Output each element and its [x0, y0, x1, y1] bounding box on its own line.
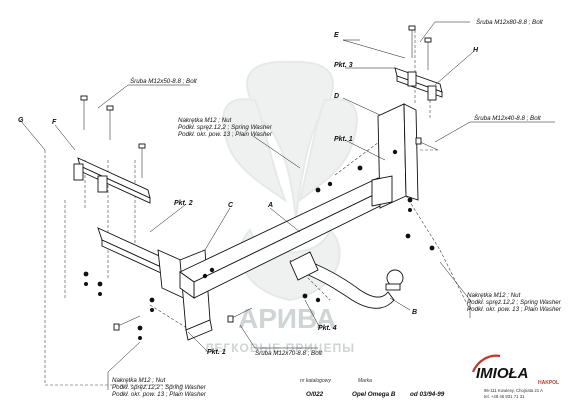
nut-set-right-line-2: Podkł. spręż.12,2 ; Spring Washer	[467, 299, 562, 306]
spacer-G	[73, 163, 108, 193]
part-letter-C: C	[228, 202, 234, 209]
label-nut-set-bottom: Nakrętka M12 ; Nut Podkł. spręż.12,2 ; S…	[112, 377, 207, 398]
production-dates: od 03/94-99	[410, 391, 445, 398]
point-2-label: Pkt. 2	[174, 200, 193, 207]
bolts	[80, 25, 439, 331]
part-letter-G: G	[18, 117, 24, 124]
point-4-label: Pkt. 4	[318, 325, 337, 332]
brand-sub: HAKPOL	[538, 380, 559, 386]
label-nut-set-right: Nakrętka M12 ; Nut Podkł. spręż.12,2 ; S…	[467, 292, 562, 313]
part-letter-F: F	[52, 119, 57, 126]
company-phone: tel. +48 46 831 71 31	[484, 394, 525, 399]
part-letter-A: A	[267, 202, 273, 209]
spacer-H	[407, 71, 437, 101]
brand-name: IMIOŁA	[476, 365, 529, 382]
watermark-brand: АРИВА	[238, 303, 336, 334]
part-letter-B: B	[412, 309, 417, 316]
footer-info: nr katalogowy O/022 Marka Opel Omega B o…	[300, 378, 445, 398]
part-letter-E: E	[334, 32, 339, 39]
nut-set-right-line-1: Nakrętka M12 ; Nut	[467, 292, 521, 299]
label-nut-set-top: Nakrętka M12 ; Nut Podkł. spręż.12,2 ; S…	[178, 117, 273, 138]
nut-set-bottom-line-3: Podkł. okr. pow. 13 ; Plain Washer	[112, 391, 207, 398]
left-mounting-plate	[97, 227, 189, 301]
make-header: Marka	[358, 378, 372, 384]
point-1-bottom-label: Pkt. 1	[207, 349, 226, 356]
make-value: Opel Omega B	[352, 391, 396, 398]
right-bracket-D	[371, 103, 419, 209]
company-address: 96-111 Kowiesy, Chojnata 21 A	[484, 388, 543, 393]
nuts-and-washers	[83, 149, 435, 340]
part-letter-H: H	[473, 47, 479, 54]
catalog-number-value: O/022	[306, 391, 324, 398]
nut-set-bottom-line-1: Nakrętka M12 ; Nut	[112, 377, 166, 384]
leader-lines	[19, 21, 555, 390]
point-3-label: Pkt. 3	[334, 62, 353, 69]
tow-ball-arm-B	[289, 251, 404, 309]
nut-set-right-line-3: Podkł. okr. pow. 13 ; Plain Washer	[467, 306, 562, 313]
part-letter-D: D	[334, 93, 339, 100]
label-bolt-m12x80: Śruba M12x80-8.8 ; Bolt	[476, 19, 543, 26]
nut-set-top-line-2: Podkł. spręż.12,2 ; Spring Washer	[178, 124, 273, 131]
label-bolt-m12x70: Śruba M12x70-8.8 ; Bolt	[255, 350, 322, 357]
label-bolt-m12x40: Śruba M12x40-8.8 ; Bolt	[474, 115, 541, 122]
nut-set-top-line-1: Nakrętka M12 ; Nut	[178, 117, 232, 124]
catalog-number-header: nr katalogowy	[300, 378, 331, 384]
nut-set-top-line-3: Podkł. okr. pow. 13 ; Plain Washer	[178, 131, 273, 138]
label-bolt-m12x50: Śruba M12x50-8.8 ; Bolt	[130, 78, 197, 85]
bracket-F	[77, 157, 151, 204]
company-logo: IMIOŁA HAKPOL	[471, 354, 559, 386]
point-1-top-label: Pkt. 1	[334, 136, 353, 143]
nut-set-bottom-line-2: Podkł. spręż.12,2 ; Spring Washer	[112, 384, 207, 391]
